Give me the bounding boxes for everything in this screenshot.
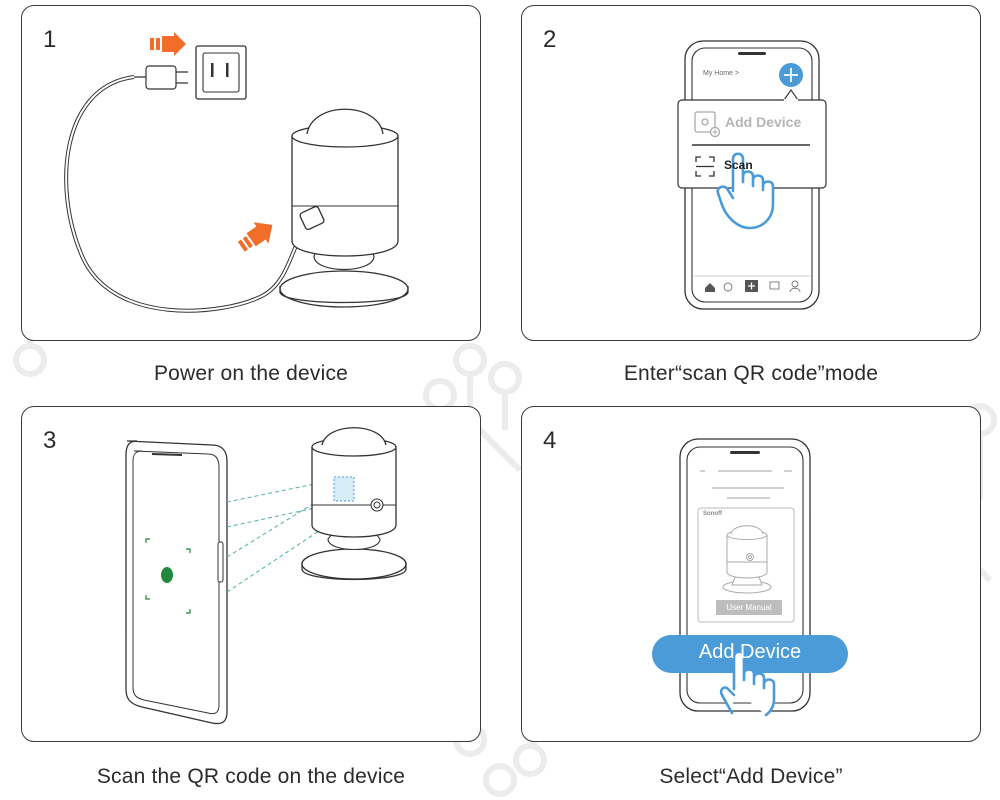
phone-tab-bar [694, 275, 810, 293]
power-cable [64, 75, 314, 313]
camera-device-icon [722, 525, 772, 594]
pointing-hand-icon [716, 152, 775, 230]
scan-mode-illustration [677, 40, 827, 310]
step-number: 2 [543, 26, 557, 53]
add-device-button[interactable]: Add Device [698, 641, 802, 663]
power-on-illustration [64, 32, 409, 313]
wall-outlet-icon [195, 45, 247, 100]
pointing-hand-icon [719, 650, 776, 717]
add-device-icon [694, 111, 721, 138]
add-device-pill-bg [652, 635, 848, 673]
step-4-caption: Select“Add Device” [659, 765, 843, 788]
step-number: 4 [543, 427, 557, 454]
phone-icon [125, 440, 228, 725]
add-device-illustration [652, 438, 848, 717]
step-4-panel: 4 [521, 406, 981, 742]
scan-icon [695, 156, 715, 177]
home-header-label: My Home > [703, 70, 739, 77]
scan-menu-item[interactable]: Scan [724, 158, 753, 172]
camera-device-icon [279, 108, 409, 308]
user-manual-button[interactable]: User Manual [726, 603, 772, 612]
step-2-caption: Enter“scan QR code”mode [623, 362, 879, 385]
power-adapter-icon [134, 65, 188, 90]
qr-scan-dot [161, 567, 173, 583]
camera-device-icon [301, 427, 407, 581]
step-number: 1 [43, 26, 57, 53]
add-icon [779, 63, 803, 87]
scan-qr-illustration [125, 427, 407, 725]
plug-in-arrow-icon [150, 32, 186, 56]
brand-label: Sonoff [703, 511, 722, 517]
step-1-panel: 1 [21, 5, 481, 341]
step-3-caption: Scan the QR code on the device [96, 765, 406, 788]
step-number: 3 [43, 427, 57, 454]
step-3-panel: 3 [21, 406, 481, 742]
add-device-menu-item[interactable]: Add Device [725, 114, 802, 130]
step-2-panel: 2 [521, 5, 981, 341]
plug-in-arrow-icon [237, 222, 273, 252]
step-1-caption: Power on the device [153, 362, 349, 385]
